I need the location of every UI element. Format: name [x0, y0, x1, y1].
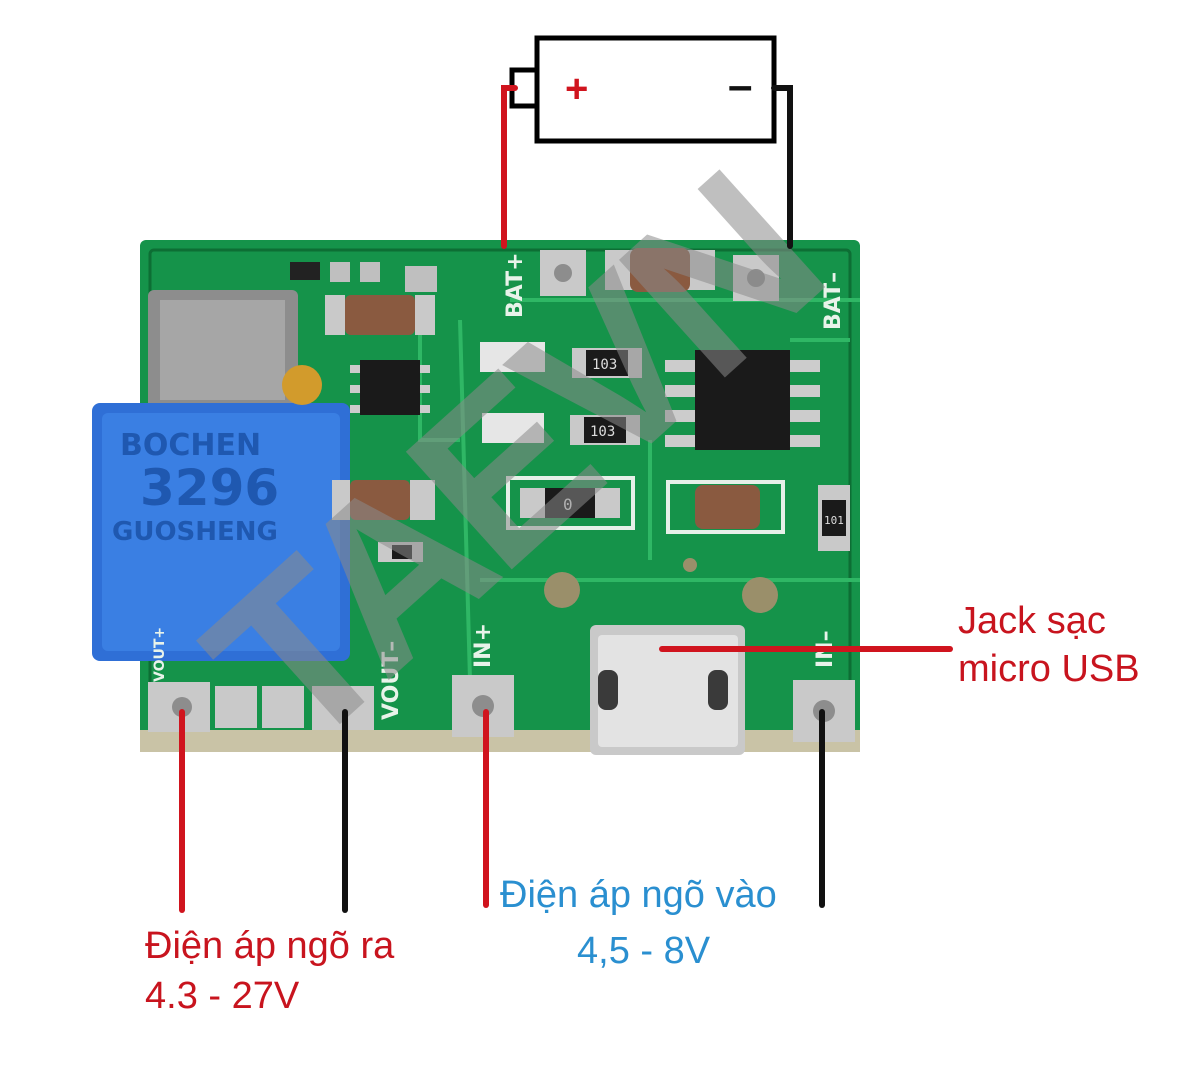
- silk-in-plus: IN+: [471, 623, 496, 668]
- silk-vout-minus: VOUT–: [379, 641, 404, 720]
- pcb-board: BOCHEN 3296 GUOSHENG: [92, 240, 860, 755]
- charger-ic: [695, 350, 790, 450]
- wire-battery-positive: [501, 85, 518, 249]
- trimmer-screw: [282, 365, 322, 405]
- input-voltage-label-line1: Điện áp ngõ vào: [500, 874, 777, 916]
- input-voltage-range: 4,5 - 8V: [577, 930, 711, 972]
- silk-bat-minus: BAT–: [821, 272, 846, 330]
- battery-icon: + –: [509, 35, 777, 144]
- battery-plus-sign: +: [565, 67, 588, 111]
- trimmer-maker-text: GUOSHENG: [112, 517, 278, 547]
- output-voltage-range: 4.3 - 27V: [145, 975, 300, 1017]
- micro-usb-jack: [590, 625, 745, 755]
- led-1: [480, 342, 545, 372]
- resistor-4-code: 101: [824, 514, 844, 527]
- resistor-2-code: 103: [590, 424, 615, 440]
- smd-capacitor-2: [350, 480, 410, 520]
- silk-bat-plus: BAT+: [503, 252, 528, 318]
- wire-battery-negative: [771, 85, 793, 249]
- usb-jack-label-line1: Jack sạc: [958, 600, 1106, 642]
- resistor-3-code: 0: [563, 495, 573, 514]
- led-2: [482, 413, 544, 443]
- battery-minus-sign: –: [728, 61, 752, 110]
- smd-resistor: [290, 262, 320, 280]
- usb-jack-label-line2: micro USB: [958, 648, 1140, 690]
- resistor-1-code: 103: [592, 357, 617, 373]
- output-voltage-label-line1: Điện áp ngõ ra: [145, 925, 395, 967]
- trimmer-brand-text: BOCHEN: [120, 428, 261, 463]
- trimmer-model-text: 3296: [140, 459, 279, 517]
- silk-vout-plus: VOUT+: [152, 627, 168, 682]
- wires: [179, 85, 953, 913]
- trimmer-potentiometer: BOCHEN 3296 GUOSHENG: [92, 365, 350, 661]
- boost-ic: [360, 360, 420, 415]
- smd-capacitor: [345, 295, 415, 335]
